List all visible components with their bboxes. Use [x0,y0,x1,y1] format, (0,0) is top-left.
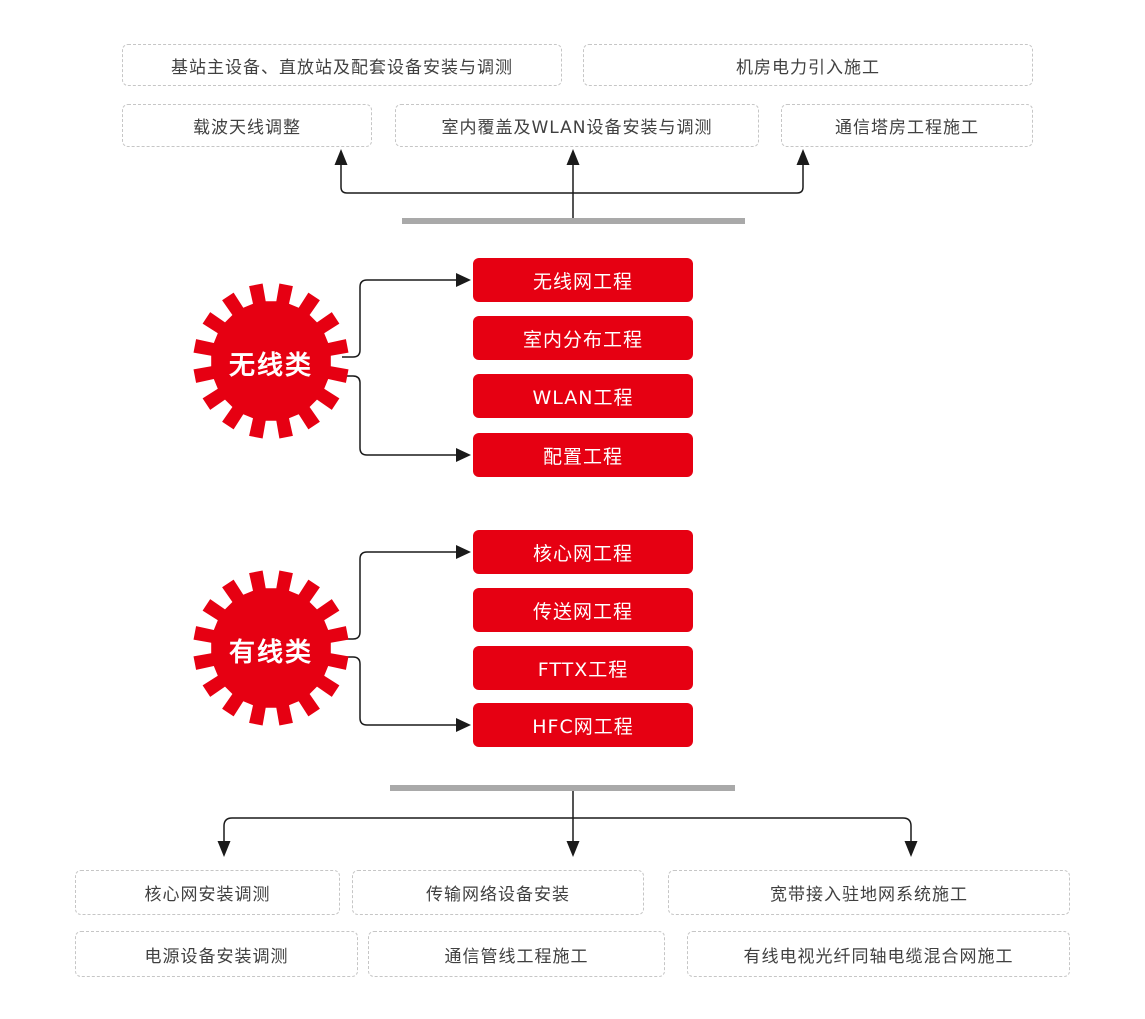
right-arrow-icon [456,273,471,287]
project-box-hfc: HFC网工程 [473,703,693,747]
down-arrow-icon [566,841,580,857]
wireless-lower-branch [342,375,456,456]
output-box-catv-hfc: 有线电视光纤同轴电缆混合网施工 [687,931,1070,977]
wireless-gear-icon [193,283,349,439]
wired-upper-branch [342,551,456,640]
project-box-config: 配置工程 [473,433,693,477]
bottom-divider-bar [390,785,735,791]
output-box-pipeline: 通信管线工程施工 [368,931,665,977]
output-box-power-intro: 机房电力引入施工 [583,44,1033,86]
wired-lower-branch [342,656,456,726]
output-box-indoor-wlan: 室内覆盖及WLAN设备安装与调测 [395,104,759,147]
project-box-wlan: WLAN工程 [473,374,693,418]
project-box-wireless-net: 无线网工程 [473,258,693,302]
output-box-tower-room: 通信塔房工程施工 [781,104,1033,147]
up-arrow-icon [796,149,810,165]
output-box-power-install: 电源设备安装调测 [75,931,358,977]
wireless-gear-label: 无线类 [228,351,313,381]
wired-gear-icon [193,570,349,726]
up-arrow-icon [566,149,580,165]
top-connector-rail [340,164,804,194]
output-box-broadband-access: 宽带接入驻地网系统施工 [668,870,1070,915]
project-box-core-net: 核心网工程 [473,530,693,574]
project-box-transport-net: 传送网工程 [473,588,693,632]
bottom-connector-rail [223,817,912,842]
right-arrow-icon [456,448,471,462]
up-arrow-icon [334,149,348,165]
down-arrow-icon [904,841,918,857]
output-box-carrier-antenna: 载波天线调整 [122,104,372,147]
output-box-transmission-install: 传输网络设备安装 [352,870,644,915]
wireless-upper-branch [342,279,456,358]
right-arrow-icon [456,718,471,732]
project-box-indoor-dist: 室内分布工程 [473,316,693,360]
project-box-fttx: FTTX工程 [473,646,693,690]
right-arrow-icon [456,545,471,559]
wired-gear-label: 有线类 [228,638,313,668]
down-arrow-icon [217,841,231,857]
top-divider-bar [402,218,745,224]
output-box-base-station: 基站主设备、直放站及配套设备安装与调测 [122,44,562,86]
output-box-core-install: 核心网安装调测 [75,870,340,915]
